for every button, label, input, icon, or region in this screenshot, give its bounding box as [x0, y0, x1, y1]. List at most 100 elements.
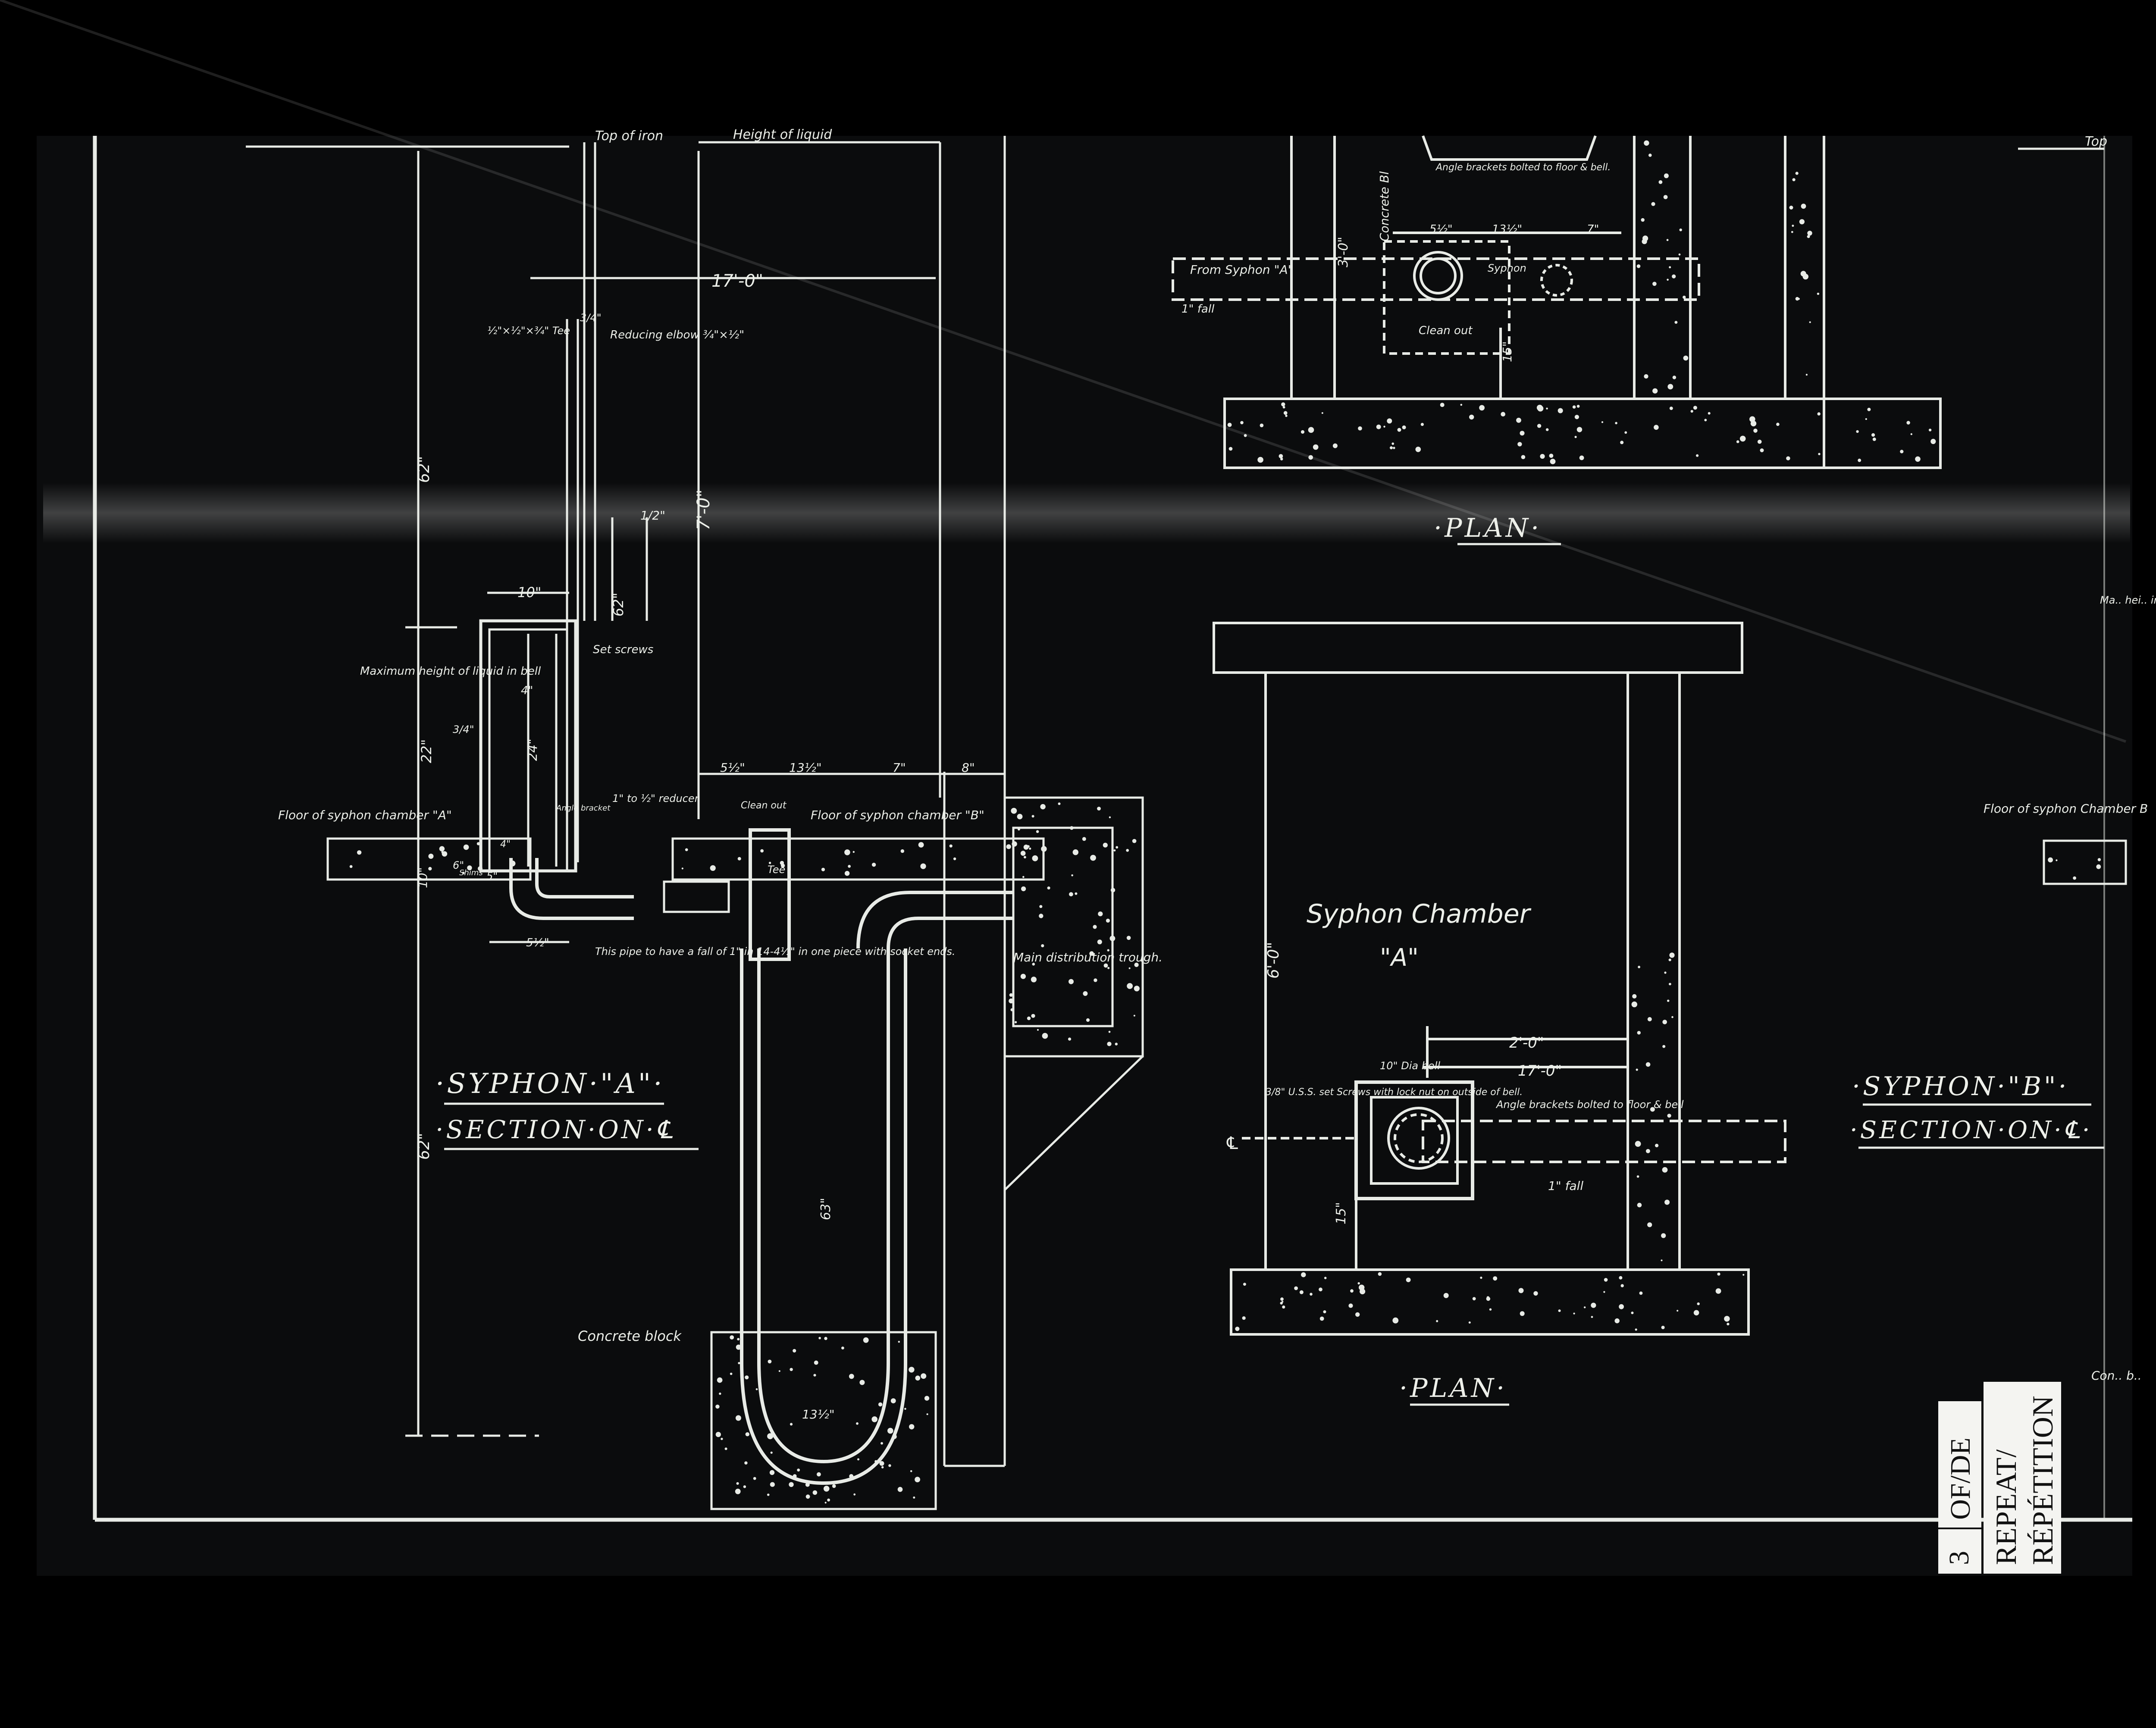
concrete-speck — [1871, 433, 1875, 437]
concrete-speck — [844, 849, 850, 855]
stamp-repetition: RÉPÉTITION — [2026, 1396, 2059, 1565]
concrete-speck — [1809, 321, 1811, 323]
concrete-speck — [1603, 1291, 1605, 1293]
concrete-speck — [1324, 1277, 1327, 1279]
concrete-speck — [827, 1498, 830, 1502]
concrete-speck — [1742, 1274, 1745, 1276]
concrete-speck — [1106, 918, 1110, 923]
concrete-speck — [1638, 966, 1641, 968]
plan-top-syphon: Syphon — [1488, 262, 1526, 274]
concrete-speck — [738, 1362, 740, 1365]
plan-top-fall: 1" fall — [1181, 303, 1215, 316]
concrete-speck — [789, 1482, 794, 1487]
concrete-speck — [755, 1388, 758, 1390]
concrete-speck — [1776, 423, 1780, 426]
concrete-speck — [1576, 427, 1583, 432]
concrete-speck — [1260, 423, 1264, 427]
concrete-speck — [1636, 264, 1641, 268]
concrete-speck — [790, 1423, 793, 1426]
concrete-speck — [1757, 439, 1762, 444]
concrete-speck — [871, 863, 876, 867]
syphon-b-title: ·SYPHON·"B"· — [1852, 1071, 2069, 1102]
concrete-speck — [1472, 1297, 1476, 1301]
concrete-speck — [1807, 231, 1812, 236]
concrete-speck — [1103, 842, 1108, 848]
fold-crease — [43, 483, 2130, 543]
concrete-speck — [1662, 1167, 1668, 1173]
concrete-speck — [1635, 1141, 1641, 1147]
concrete-speck — [1669, 407, 1673, 410]
concrete-speck — [462, 871, 465, 874]
dim-1312: 13½" — [789, 761, 822, 775]
concrete-speck — [467, 865, 472, 870]
top-fragment-middle: Height of liquid — [733, 127, 832, 142]
concrete-speck — [1644, 374, 1648, 379]
concrete-speck — [1332, 443, 1338, 448]
concrete-speck — [1358, 426, 1362, 431]
concrete-speck — [721, 1437, 723, 1440]
concrete-speck — [1697, 1302, 1700, 1305]
concrete-speck — [1383, 426, 1385, 428]
concrete-speck — [805, 1482, 810, 1487]
concrete-speck — [1283, 411, 1288, 415]
concrete-speck — [1677, 1310, 1679, 1312]
concrete-speck — [1872, 437, 1876, 441]
top-fragment-right: Top — [2085, 134, 2107, 149]
concrete-speck — [1134, 986, 1140, 992]
concrete-speck — [736, 1344, 741, 1350]
concrete-speck — [910, 1470, 912, 1472]
concrete-speck — [805, 1494, 810, 1499]
concrete-speck — [1708, 412, 1711, 415]
concrete-speck — [1818, 453, 1821, 455]
concrete-speck — [1071, 874, 1073, 877]
concrete-speck — [1636, 1175, 1639, 1178]
concrete-speck — [1009, 993, 1013, 997]
concrete-speck — [780, 861, 784, 865]
concrete-speck — [1906, 421, 1910, 425]
concrete-speck — [1724, 1316, 1730, 1322]
concrete-speck — [1227, 423, 1232, 427]
concrete-speck — [924, 1396, 930, 1401]
concrete-speck — [1672, 376, 1677, 379]
concrete-speck — [953, 857, 956, 861]
concrete-speck — [1865, 418, 1867, 420]
concrete-speck — [1040, 804, 1046, 810]
concrete-speck — [1039, 914, 1044, 918]
concrete-speck — [1387, 418, 1392, 424]
concrete-speck — [1614, 1318, 1620, 1324]
plan-top-title: ·PLAN· — [1434, 513, 1542, 543]
concrete-speck — [1109, 936, 1116, 942]
concrete-speck — [478, 866, 483, 871]
dim-bell-22: 22" — [418, 739, 435, 763]
concrete-speck — [2096, 864, 2101, 869]
concrete-speck — [1032, 855, 1038, 861]
concrete-speck — [918, 842, 924, 848]
concrete-speck — [1132, 839, 1137, 843]
syphon-b-subtitle: ·SECTION·ON·℄· — [1850, 1116, 2093, 1144]
concrete-speck — [1540, 454, 1545, 459]
concrete-speck — [797, 1468, 800, 1472]
concrete-speck — [1299, 1290, 1304, 1294]
concrete-speck — [1666, 239, 1669, 241]
concrete-speckle — [349, 140, 2101, 1504]
concrete-speck — [1817, 292, 1820, 295]
syphon-a-title: ·SYPHON·"A"· — [436, 1068, 665, 1100]
concrete-speck — [1113, 849, 1116, 851]
concrete-speck — [1704, 419, 1707, 422]
syphon-b-lines — [2043, 839, 2127, 885]
concrete-speck — [1663, 195, 1668, 199]
concrete-speck — [463, 844, 469, 850]
concrete-speck — [1635, 1328, 1637, 1331]
concrete-speck — [1693, 1310, 1699, 1316]
concrete-speck — [1039, 905, 1043, 908]
concrete-speck — [1308, 427, 1314, 433]
concrete-speck — [1313, 444, 1319, 450]
concrete-speck — [1097, 807, 1101, 811]
concrete-speck — [1520, 1311, 1525, 1316]
concrete-speck — [790, 1368, 793, 1371]
concrete-speck — [1042, 1033, 1048, 1039]
concrete-speck — [1647, 1017, 1652, 1021]
concrete-speck — [1664, 1199, 1670, 1205]
concrete-speck — [1631, 1312, 1634, 1315]
concrete-speck — [1228, 447, 1233, 451]
